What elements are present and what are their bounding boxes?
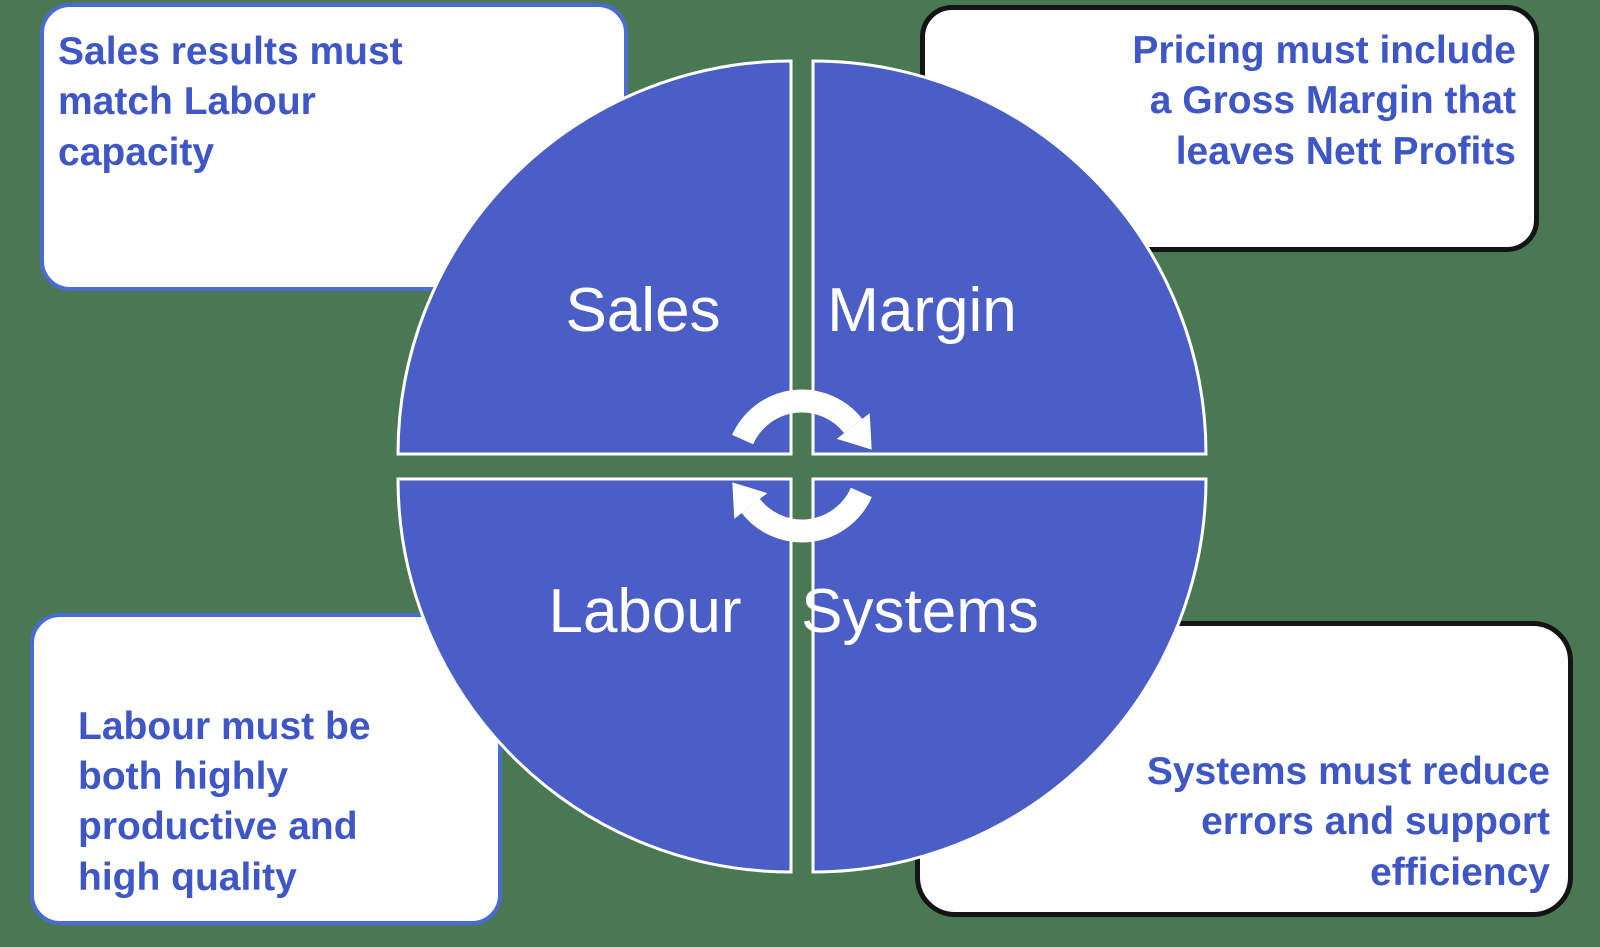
callout-labour-text: Labour must be both highly productive an… <box>78 704 371 899</box>
callout-sales: Sales results must match Labour capacity <box>40 3 628 291</box>
quadrant-systems-shape <box>811 477 1208 874</box>
quadrant-label-systems: Systems <box>801 577 1039 646</box>
callout-sales-text: Sales results must match Labour capacity <box>58 30 403 174</box>
quadrant-label-sales: Sales <box>565 276 720 345</box>
quadrant-label-margin: Margin <box>827 276 1017 345</box>
quadrant-sales-shape <box>396 59 793 456</box>
quadrant-labour-shape <box>396 477 793 874</box>
callout-margin-text: Pricing must include a Gross Margin that… <box>1132 29 1516 173</box>
cycle-arrows-icon <box>732 389 872 543</box>
callout-systems-text: Systems must reduce errors and support e… <box>1146 750 1550 894</box>
quadrant-margin-shape <box>811 59 1208 456</box>
quadrant-label-labour: Labour <box>548 577 741 646</box>
callout-labour: Labour must be both highly productive an… <box>30 613 502 925</box>
